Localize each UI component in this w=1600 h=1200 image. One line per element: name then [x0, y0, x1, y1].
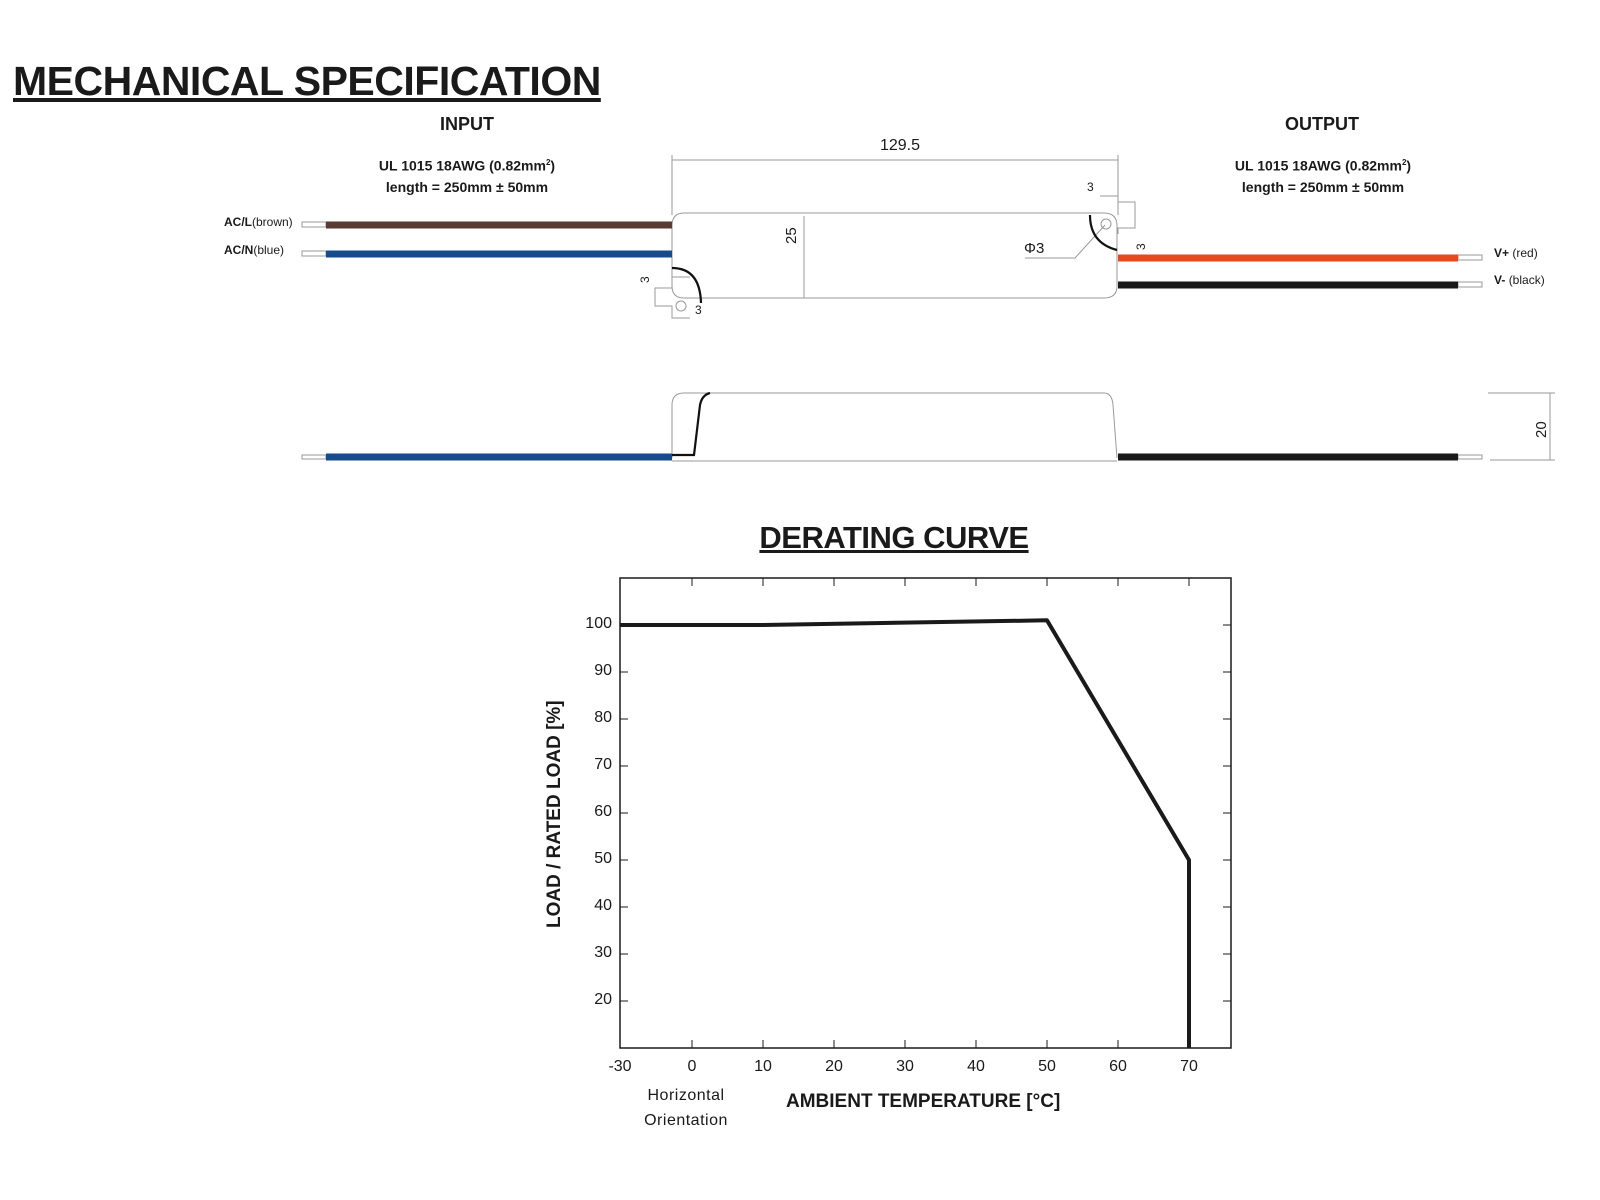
x-tick-label: 0	[687, 1058, 697, 1075]
hole-curve-left	[671, 266, 703, 304]
output-spec-line2: length = 250mm ± 50mm	[1241, 178, 1405, 195]
input-spec-close: )	[550, 157, 556, 174]
input-spec-sup: 2	[545, 158, 551, 167]
hole-curve-right	[1088, 214, 1118, 252]
wire-color-acn: (blue)	[253, 243, 285, 257]
y-tick-label: 80	[594, 709, 612, 726]
mount-hole-right	[1100, 218, 1112, 230]
x-tick-label: 20	[825, 1058, 843, 1075]
wire-label-vplus: V+ (red)	[1494, 246, 1538, 260]
y-tick-label: 30	[594, 944, 612, 961]
y-tick-label: 50	[594, 850, 612, 867]
wire-label-vminus: V- (black)	[1494, 273, 1545, 287]
section-title-mechanical: MECHANICAL SPECIFICATION	[13, 58, 601, 104]
y-tick-label: 70	[594, 756, 612, 773]
x-tick-label: 50	[1038, 1058, 1056, 1075]
mount-tab-right	[1100, 195, 1136, 234]
y-tick-label: 90	[594, 662, 612, 679]
output-spec: UL 1015 18AWG (0.82mm2) length = 250mm ±…	[1198, 152, 1448, 198]
output-spec-close: )	[1406, 157, 1412, 174]
wire-color-vminus: (black)	[1508, 273, 1545, 287]
side-view-body	[671, 392, 1118, 459]
x-axis-note: Horizontal Orientation	[622, 1083, 750, 1133]
x-tick-label: -30	[608, 1058, 632, 1075]
output-spec-line1: UL 1015 18AWG (0.82mm	[1234, 157, 1402, 174]
wire-color-vplus: (red)	[1512, 246, 1538, 260]
y-tick-label: 60	[594, 803, 612, 820]
plot-area	[619, 577, 1232, 1049]
wire-color-acl: (brown)	[252, 215, 293, 229]
x-tick-label: 10	[754, 1058, 772, 1075]
y-tick-label: 40	[594, 897, 612, 914]
mechanical-drawing	[301, 155, 1555, 462]
wire-code-vplus: V+	[1494, 246, 1510, 260]
input-spec-line2: length = 250mm ± 50mm	[385, 178, 549, 195]
mount-hole-left	[675, 300, 687, 312]
output-spec-sup: 2	[1401, 158, 1407, 167]
output-heading: OUTPUT	[1285, 114, 1359, 134]
x-tick-label: 40	[967, 1058, 985, 1075]
x-tick-label: 70	[1180, 1058, 1198, 1075]
x-tick-label: 30	[896, 1058, 914, 1075]
wire-code-acl: AC/L	[224, 215, 252, 229]
x-axis-note-line2: Orientation	[644, 1112, 728, 1129]
dim-offset-label-1: 3	[1087, 180, 1094, 194]
input-heading: INPUT	[440, 114, 494, 134]
top-view-body	[671, 212, 1118, 299]
y-axis-title: LOAD / RATED LOAD [%]	[544, 700, 565, 928]
y-tick-label: 20	[594, 991, 612, 1008]
y-tick-label: 100	[585, 615, 612, 632]
dim-offset-label-4: 3	[695, 303, 702, 317]
x-axis-title: AMBIENT TEMPERATURE [°C]	[786, 1091, 1061, 1112]
dim-hole-label: Φ3	[1024, 240, 1045, 257]
chart-title: DERATING CURVE	[759, 520, 1029, 555]
mount-tab-left	[654, 276, 690, 319]
wire-code-vminus: V-	[1494, 273, 1506, 287]
dim-length-label: 129.5	[879, 137, 921, 154]
x-axis-note-line1: Horizontal	[647, 1087, 725, 1104]
derating-curve	[620, 618, 1191, 1048]
input-spec-line1: UL 1015 18AWG (0.82mm	[378, 157, 546, 174]
input-spec: UL 1015 18AWG (0.82mm2) length = 250mm ±…	[342, 152, 592, 198]
side-view-tab	[672, 391, 711, 457]
wire-label-acn: AC/N(blue)	[224, 243, 284, 257]
x-tick-label: 60	[1109, 1058, 1127, 1075]
wire-label-acl: AC/L(brown)	[224, 215, 293, 229]
wire-code-acn: AC/N	[224, 243, 254, 257]
